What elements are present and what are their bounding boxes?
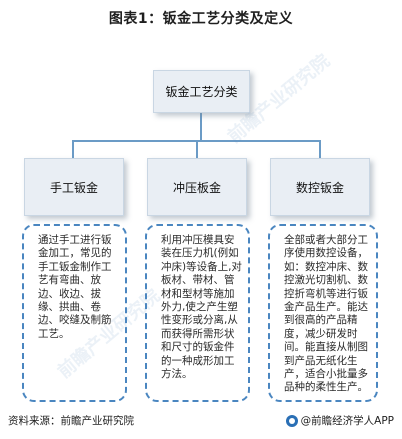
root-label: 钣金工艺分类 bbox=[165, 85, 238, 99]
connector-cat1 bbox=[72, 140, 74, 158]
connector-root-down bbox=[200, 111, 202, 140]
root-node: 钣金工艺分类 bbox=[153, 70, 250, 113]
category-node-manual: 手工钣金 bbox=[24, 158, 124, 216]
connector-cat2 bbox=[196, 140, 198, 158]
chart-title: 图表1：钣金工艺分类及定义 bbox=[108, 11, 294, 27]
brand-credit: @前瞻经济学人APP bbox=[285, 413, 394, 428]
category-label: 数控钣金 bbox=[295, 180, 344, 195]
source-note: 资料来源：前瞻产业研究院 bbox=[8, 415, 134, 427]
description-cnc: 全部或者大部分工序使用数控设备，如：数控冲床、数控激光切割机、数控折弯机等进行钣… bbox=[268, 224, 378, 402]
description-stamping: 利用冲压模具安装在压力机(例如冲床)等设备上,对板材、带材、管材和型材等施加外力… bbox=[145, 224, 250, 402]
category-label: 冲压板金 bbox=[172, 180, 221, 195]
description-manual: 通过手工进行钣金加工，常见的手工钣金制作工艺有弯曲、放边、收边、拔缘、拱曲、卷边… bbox=[22, 224, 127, 402]
brand-logo-icon bbox=[285, 414, 298, 427]
brand-label: @前瞻经济学人APP bbox=[300, 415, 394, 427]
connector-cat3 bbox=[319, 140, 321, 158]
category-node-stamping: 冲压板金 bbox=[147, 158, 247, 216]
category-node-cnc: 数控钣金 bbox=[270, 158, 370, 216]
category-label: 手工钣金 bbox=[49, 180, 98, 195]
